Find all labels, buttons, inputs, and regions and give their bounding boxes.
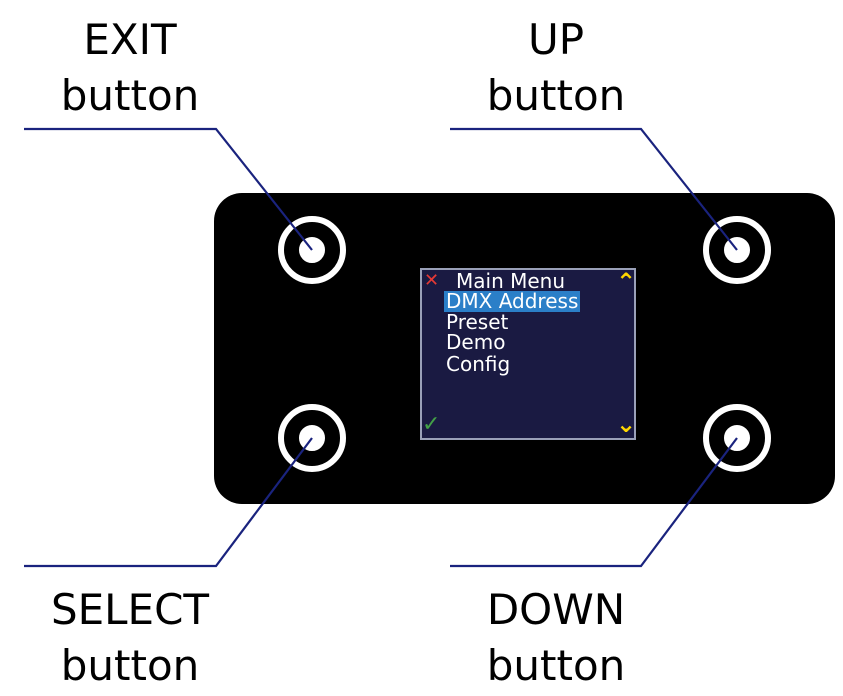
exit-callout-line1: EXIT bbox=[83, 15, 177, 64]
up-callout-line1: UP bbox=[527, 15, 585, 64]
select-leader-line bbox=[24, 437, 313, 568]
menu-item-dmx-address[interactable]: DMX Address bbox=[444, 289, 581, 313]
exit-callout-line2: button bbox=[60, 71, 200, 120]
up-leader-line bbox=[450, 127, 738, 251]
down-leader-line bbox=[450, 437, 738, 568]
select-callout-line2: button bbox=[60, 641, 200, 690]
chevron-up-icon: ⌃ bbox=[616, 268, 637, 296]
menu-item-config[interactable]: Config bbox=[446, 352, 511, 376]
down-button-callout: DOWN button bbox=[406, 582, 706, 694]
check-icon: ✓ bbox=[422, 412, 441, 437]
up-callout-line2: button bbox=[486, 71, 626, 120]
close-icon: ✕ bbox=[424, 270, 440, 291]
down-button[interactable] bbox=[703, 404, 771, 472]
menu-item-preset[interactable]: Preset bbox=[446, 310, 509, 334]
select-button-callout: SELECT button bbox=[0, 582, 280, 694]
up-button-callout: UP button bbox=[406, 12, 706, 124]
exit-leader-line bbox=[24, 127, 313, 251]
down-callout-line2: button bbox=[486, 641, 626, 690]
down-callout-line1: DOWN bbox=[486, 585, 626, 634]
lcd-screen: ✕ Main Menu ⌃ DMX Address Preset Demo Co… bbox=[420, 268, 636, 440]
chevron-down-icon: ⌄ bbox=[616, 410, 637, 438]
select-callout-line1: SELECT bbox=[50, 585, 210, 634]
menu-title: Main Menu bbox=[456, 269, 566, 293]
menu-item-demo[interactable]: Demo bbox=[446, 330, 506, 354]
exit-button-callout: EXIT button bbox=[0, 12, 280, 124]
